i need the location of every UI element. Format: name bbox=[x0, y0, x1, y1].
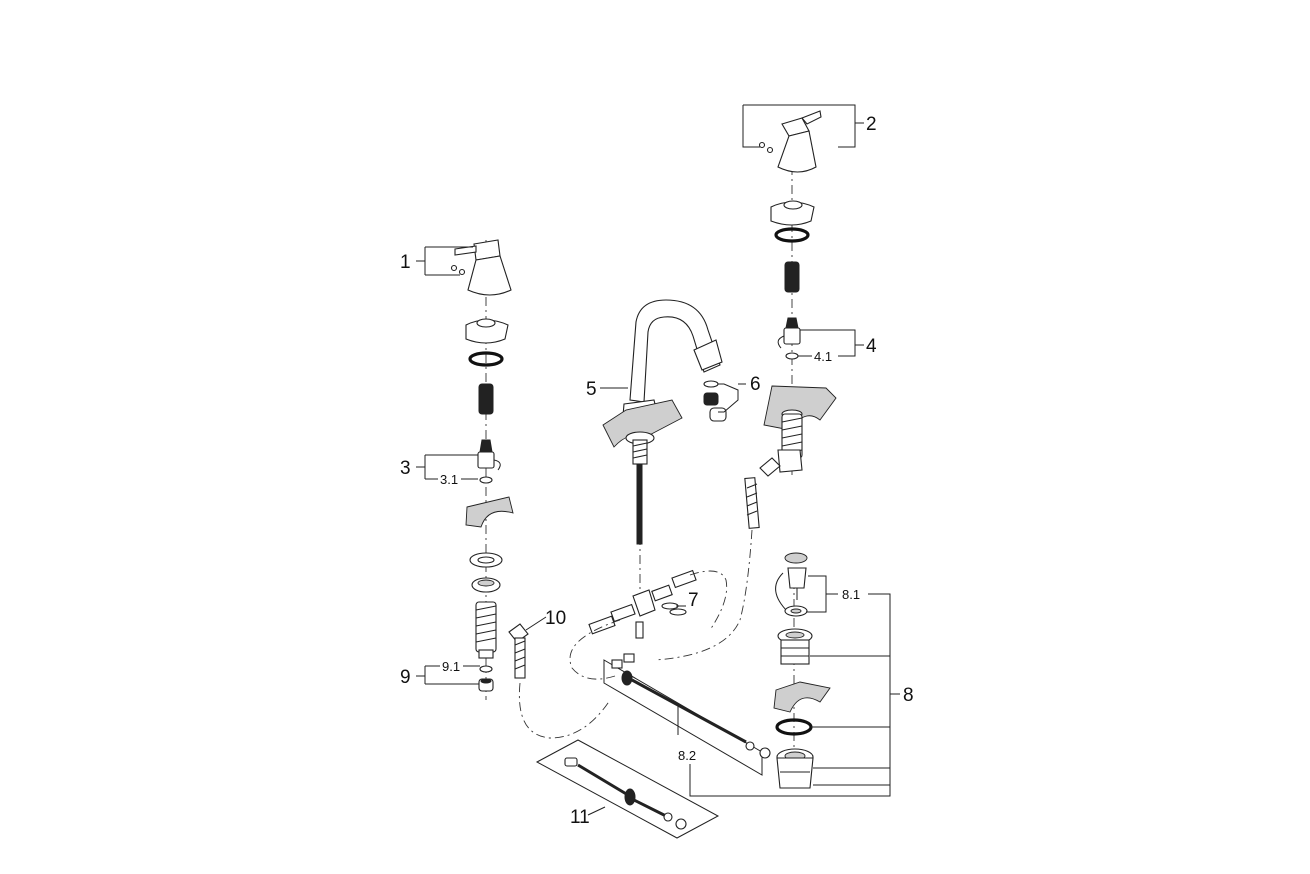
callout-9: 9 bbox=[400, 667, 411, 688]
callout-7: 7 bbox=[688, 590, 699, 611]
callout-5: 5 bbox=[586, 379, 597, 400]
callout-2: 2 bbox=[866, 114, 877, 135]
left-washer-3-1 bbox=[479, 476, 493, 484]
hose-route-right bbox=[654, 529, 753, 661]
right-valve-assembly bbox=[744, 110, 837, 529]
drain-stopper bbox=[784, 552, 808, 564]
aerator-washer bbox=[703, 380, 719, 388]
spout-body bbox=[629, 299, 721, 403]
right-o-ring bbox=[774, 227, 810, 243]
callout-8-1: 8.1 bbox=[842, 587, 860, 602]
callout-8-2: 8.2 bbox=[678, 748, 696, 763]
extension-rod-kit bbox=[535, 739, 720, 839]
left-valve-assembly bbox=[450, 239, 529, 700]
hose-route-center bbox=[569, 619, 621, 680]
callout-8: 8 bbox=[903, 685, 914, 706]
callout-11: 11 bbox=[570, 807, 590, 828]
callout-3-1: 3.1 bbox=[440, 472, 458, 487]
callout-labels: 1 2 3 3.1 4 4.1 5 6 7 8 8.1 8.2 9 9.1 10… bbox=[400, 114, 914, 828]
tee-connector bbox=[588, 569, 697, 639]
spout-assembly bbox=[602, 299, 727, 610]
left-cartridge bbox=[477, 439, 501, 471]
right-hose bbox=[744, 457, 781, 529]
callout-9-1: 9.1 bbox=[442, 659, 460, 674]
callout-1: 1 bbox=[400, 252, 411, 273]
hose-route-left bbox=[518, 682, 611, 739]
aerator-insert bbox=[703, 392, 719, 406]
left-o-ring bbox=[468, 351, 504, 367]
left-mount-bracket bbox=[465, 496, 514, 528]
callout-10: 10 bbox=[545, 608, 566, 629]
left-spline-adapter bbox=[478, 383, 494, 415]
callout-3: 3 bbox=[400, 458, 411, 479]
aerator-housing bbox=[709, 407, 727, 422]
popup-rod-assembly bbox=[603, 653, 771, 776]
left-hose bbox=[508, 623, 529, 679]
callout-4-1: 4.1 bbox=[814, 349, 832, 364]
callout-4: 4 bbox=[866, 336, 877, 357]
right-handle bbox=[758, 110, 822, 173]
callout-6: 6 bbox=[750, 374, 761, 395]
right-washer-4-1 bbox=[785, 352, 799, 360]
left-handle bbox=[450, 239, 512, 296]
right-spline-adapter bbox=[784, 261, 800, 293]
drain-assembly bbox=[773, 552, 831, 789]
callout-leaders bbox=[416, 104, 900, 816]
right-cartridge bbox=[777, 317, 801, 349]
spray-head bbox=[693, 339, 723, 371]
